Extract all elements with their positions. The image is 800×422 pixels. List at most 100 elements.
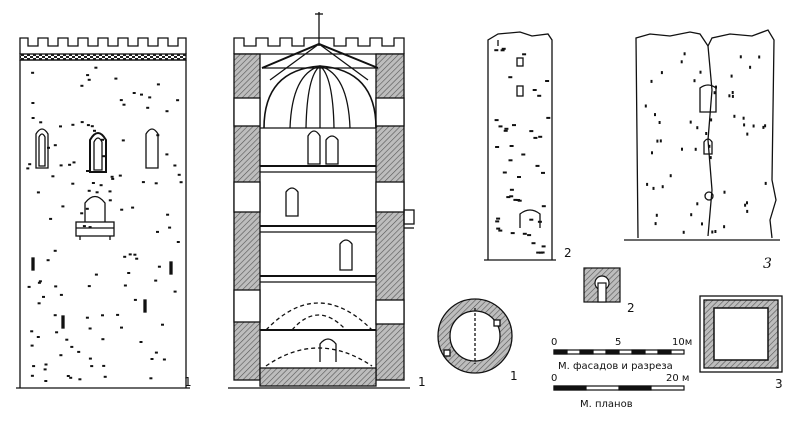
masonry-mark	[43, 368, 47, 371]
masonry-mark	[86, 170, 89, 172]
masonry-mark	[149, 377, 153, 380]
masonry-mark	[764, 124, 767, 128]
masonry-mark	[101, 314, 104, 317]
masonry-mark	[161, 323, 164, 326]
masonry-mark	[101, 338, 105, 341]
masonry-mark	[654, 113, 656, 117]
masonry-mark	[53, 249, 57, 252]
label-section-number: 1	[418, 375, 426, 389]
masonry-mark	[658, 121, 661, 124]
masonry-mark	[655, 213, 658, 217]
masonry-mark	[758, 55, 761, 59]
masonry-mark	[494, 119, 499, 122]
masonry-mark	[71, 123, 75, 126]
masonry-mark	[28, 163, 32, 166]
masonry-mark	[517, 176, 521, 178]
masonry-mark	[644, 104, 647, 108]
masonry-mark	[731, 91, 734, 94]
label-ruin-elevation-number: 2	[564, 246, 572, 260]
masonry-mark	[728, 94, 731, 98]
masonry-mark	[669, 174, 672, 178]
masonry-mark	[59, 125, 62, 128]
masonry-mark	[99, 184, 103, 187]
masonry-mark	[46, 259, 50, 262]
masonry-mark	[512, 124, 516, 127]
masonry-mark	[102, 364, 106, 367]
masonry-mark	[746, 132, 749, 136]
masonry-mark	[537, 220, 542, 223]
scale-facades-caption: М. фасадов и разреза	[558, 361, 673, 372]
masonry-mark	[541, 205, 546, 208]
masonry-mark	[537, 94, 542, 97]
masonry-mark	[120, 208, 124, 211]
masonry-mark	[78, 378, 82, 381]
masonry-mark	[522, 232, 527, 235]
plan-square	[699, 295, 783, 373]
masonry-mark	[723, 190, 726, 194]
masonry-mark	[30, 344, 34, 347]
label-ruin-facade-number: 3	[763, 256, 772, 272]
masonry-mark	[501, 47, 506, 50]
masonry-mark	[146, 106, 150, 109]
masonry-mark	[713, 91, 716, 95]
masonry-mark	[495, 146, 500, 148]
masonry-mark	[47, 146, 50, 149]
masonry-mark	[102, 155, 106, 158]
masonry-mark	[37, 281, 41, 284]
scale-plans-tick-0: 0	[551, 373, 558, 384]
masonry-mark	[699, 70, 702, 74]
masonry-mark	[148, 96, 152, 99]
masonry-mark	[659, 139, 662, 143]
masonry-mark	[154, 351, 158, 354]
masonry-mark	[536, 251, 541, 254]
masonry-mark	[66, 375, 70, 377]
masonry-mark	[38, 280, 42, 283]
masonry-mark	[86, 124, 90, 127]
masonry-mark	[513, 198, 518, 201]
scale-plans-caption: М. планов	[580, 399, 633, 410]
masonry-mark	[746, 201, 748, 205]
masonry-mark	[116, 313, 120, 316]
label-plan-round-number: 1	[510, 369, 518, 383]
masonry-mark	[132, 92, 136, 94]
tower-facade-drawing	[16, 37, 190, 389]
masonry-mark	[90, 365, 94, 368]
masonry-mark	[49, 217, 53, 220]
masonry-mark	[708, 144, 711, 148]
masonry-mark	[764, 181, 767, 185]
masonry-mark	[535, 164, 540, 167]
masonry-mark	[150, 358, 154, 360]
masonry-mark	[498, 125, 503, 128]
ruin-facade-drawing	[624, 29, 780, 241]
masonry-mark	[120, 326, 123, 329]
masonry-mark	[683, 52, 686, 56]
masonry-mark	[59, 164, 63, 167]
masonry-mark	[30, 374, 34, 377]
masonry-mark	[53, 144, 57, 147]
masonry-mark	[176, 99, 180, 102]
masonry-mark	[111, 177, 115, 180]
masonry-mark	[108, 199, 112, 202]
masonry-mark	[42, 295, 45, 298]
masonry-mark	[110, 175, 114, 178]
ruin-facade-dots	[644, 52, 767, 234]
masonry-mark	[723, 225, 726, 229]
masonry-mark	[123, 255, 127, 258]
masonry-mark	[529, 218, 534, 221]
tower-section-drawing	[228, 12, 415, 389]
masonry-mark	[122, 103, 126, 106]
masonry-mark	[30, 330, 34, 333]
masonry-mark	[173, 164, 177, 167]
masonry-mark	[651, 151, 653, 155]
masonry-mark	[166, 213, 170, 216]
masonry-mark	[689, 120, 692, 124]
masonry-mark	[730, 74, 733, 78]
masonry-mark	[61, 205, 65, 208]
masonry-mark	[32, 365, 36, 368]
masonry-mark	[173, 290, 177, 293]
plan-keyhole	[583, 267, 621, 303]
masonry-mark	[168, 226, 172, 229]
masonry-mark	[508, 76, 513, 79]
masonry-mark	[154, 279, 158, 282]
masonry-mark	[103, 375, 107, 378]
